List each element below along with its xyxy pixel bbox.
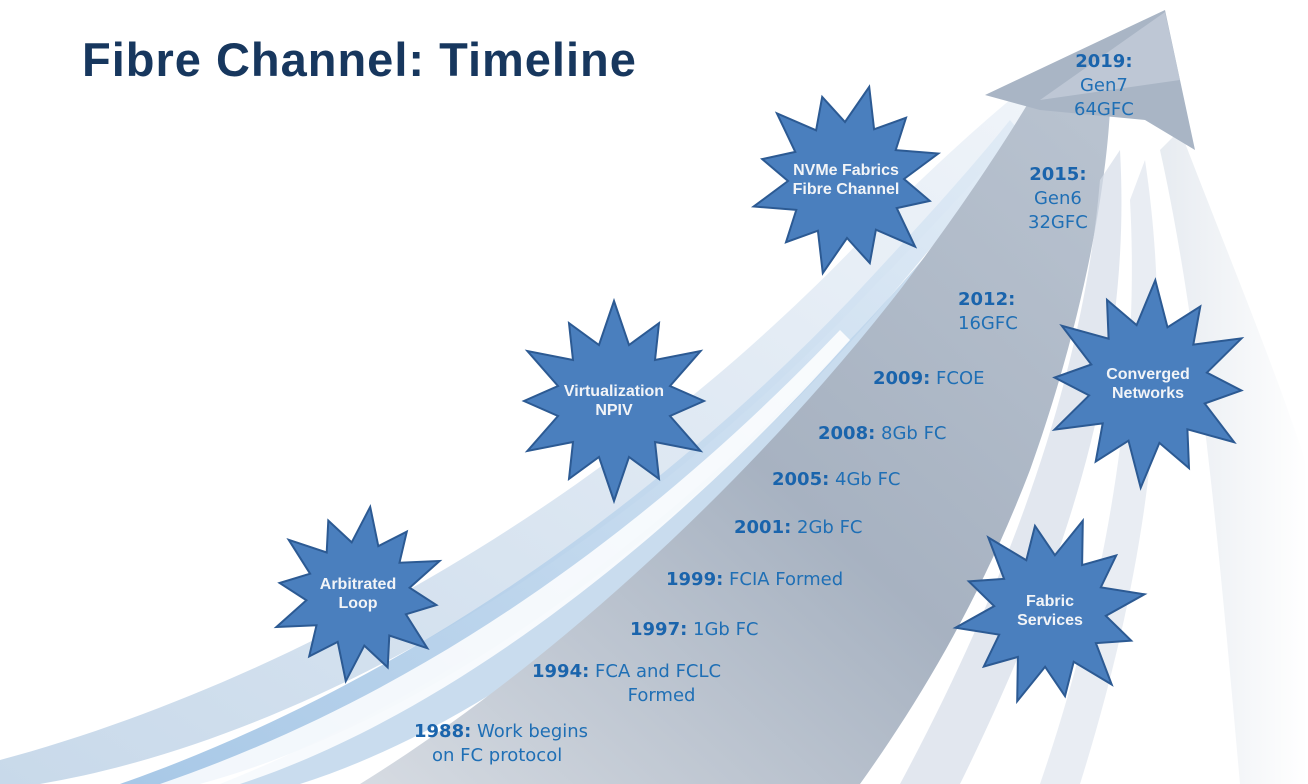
starburst-virtualization-npiv: Virtualization NPIV [514, 297, 714, 505]
starburst-nvme-fabrics: NVMe Fabrics Fibre Channel [750, 84, 942, 276]
page-title: Fibre Channel: Timeline [82, 33, 637, 86]
starburst-shape [521, 297, 707, 505]
star-label-line: Fabric [1025, 593, 1074, 610]
milestone-1988: 1988: Work begins on FC protocol [414, 720, 588, 768]
milestone-1997: 1997: 1Gb FC [630, 618, 759, 642]
milestone-text: FCA and FCLC [595, 661, 722, 682]
milestone-text: Formed [627, 685, 696, 706]
star-label-line: Services [1017, 612, 1083, 629]
starburst-shape [273, 503, 443, 685]
milestone-text: 1Gb FC [693, 619, 759, 640]
star-label-line: Arbitrated [319, 576, 397, 593]
milestone-year: 1988: [414, 721, 472, 742]
starburst-shape [952, 517, 1148, 705]
milestone-text: FCOE [936, 368, 985, 389]
milestone-2009: 2009: FCOE [873, 367, 985, 391]
milestone-text: FCIA Formed [729, 569, 844, 590]
starburst-shape [1051, 277, 1245, 491]
milestone-2019: 2019: Gen7 64GFC [1074, 50, 1134, 122]
milestone-2012: 2012: 16GFC [958, 288, 1018, 336]
starburst-arbitrated-loop: Arbitrated Loop [270, 503, 446, 685]
main-arrow-body [360, 100, 1110, 784]
starburst-shape [750, 84, 942, 276]
milestone-year: 2009: [873, 368, 931, 389]
milestone-text: on FC protocol [432, 745, 563, 766]
milestone-year: 1999: [666, 569, 724, 590]
star-label-line: Fibre Channel [792, 181, 900, 198]
milestone-text: 16GFC [958, 313, 1018, 334]
star-label-line: Converged [1106, 366, 1190, 383]
milestone-2005: 2005: 4Gb FC [772, 468, 901, 492]
star-label-line: Virtualization [563, 383, 665, 400]
milestone-text: 8Gb FC [881, 423, 947, 444]
milestone-text: Gen7 [1079, 75, 1128, 96]
right-streak [1160, 130, 1308, 784]
milestone-year: 1994: [532, 661, 590, 682]
milestone-text: 32GFC [1028, 212, 1088, 233]
star-label-line: NPIV [595, 402, 633, 419]
starburst-fabric-services: Fabric Services [952, 515, 1148, 707]
milestone-2008: 2008: 8Gb FC [818, 422, 947, 446]
milestone-year: 2008: [818, 423, 876, 444]
milestone-year: 2015: [1029, 164, 1087, 185]
milestone-2001: 2001: 2Gb FC [734, 516, 863, 540]
milestone-year: 2019: [1075, 51, 1133, 72]
milestone-year: 2001: [734, 517, 792, 538]
milestone-year: 2005: [772, 469, 830, 490]
starburst-converged-networks: Converged Networks [1044, 277, 1252, 491]
star-label-line: NVMe Fabrics [793, 162, 899, 179]
milestone-1994: 1994: FCA and FCLC Formed [532, 660, 721, 708]
milestone-1999: 1999: FCIA Formed [666, 568, 843, 592]
milestone-text: 64GFC [1074, 99, 1134, 120]
milestone-text: 2Gb FC [797, 517, 863, 538]
milestone-text: Gen6 [1033, 188, 1082, 209]
milestone-text: 4Gb FC [835, 469, 901, 490]
arrow-head-highlight [1040, 12, 1180, 100]
milestone-text: Work begins [477, 721, 589, 742]
star-label-line: Loop [338, 595, 378, 612]
milestone-2015: 2015: Gen6 32GFC [1028, 163, 1088, 235]
star-label-line: Networks [1111, 385, 1185, 402]
milestone-year: 2012: [958, 289, 1016, 310]
milestone-year: 1997: [630, 619, 688, 640]
